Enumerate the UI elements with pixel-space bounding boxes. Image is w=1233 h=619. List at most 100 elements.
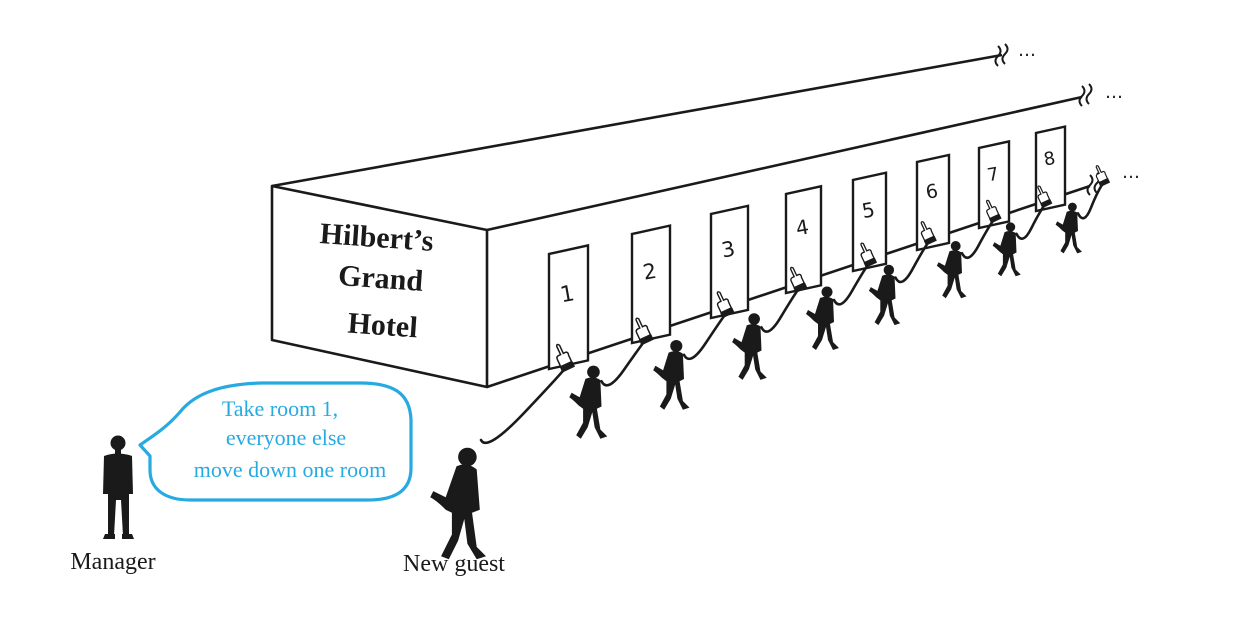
hand-cuff [1098,178,1111,188]
manager-label: Manager [70,549,155,575]
speech-line-1: Take room 1, [222,396,338,421]
speech-line-2: everyone else [226,425,346,450]
guest-head [821,286,833,298]
guest-figure [653,339,690,410]
hotel-roof-near-edge [486,95,1083,232]
door-number-2: 2 [641,259,658,285]
guest-figure [868,264,901,326]
new-guest-body [430,464,486,560]
hand-cuff [1040,199,1053,209]
connector-line [894,238,932,284]
guest-body [569,377,608,439]
hand-palm [556,343,573,368]
hotel-sign-line-3: Hotel [347,307,419,345]
manager-body [103,453,133,536]
guest-body [806,296,839,350]
pointing-hand-icon [789,266,808,293]
guest-head [587,365,600,379]
guest-figure [732,313,767,380]
manager-head [110,435,126,451]
door-2 [630,224,672,345]
guest-head [1068,202,1077,212]
new-guest-head [458,447,477,467]
connector-line [832,260,872,306]
door-8 [1034,125,1067,213]
guests [569,202,1082,439]
break-mark-roof-near [1078,83,1093,107]
hotel-sign-line-2: Grand [337,259,424,298]
guest-head [748,313,760,325]
hand-cuff [923,235,937,246]
manager-feet [103,534,134,539]
hand-palm [985,199,1000,220]
door-1 [547,243,590,371]
speech-bubble [138,381,413,502]
pointing-hand-icon [1095,165,1111,188]
pointing-hand-icon [716,291,735,319]
guest-head [1005,222,1016,232]
continuation-dots: … … … [1018,40,1140,183]
pointing-hand-icon [860,242,878,268]
door-7 [977,139,1011,230]
guest-body [936,250,967,299]
speech-text: Take room 1, everyone else move down one… [194,396,386,482]
guest-figure [1055,202,1082,254]
break-mark-roof-far [994,43,1009,67]
hotel-sign: Hilbert’s Grand Hotel [319,217,435,344]
door-3 [709,204,750,320]
hand-palm [860,242,875,264]
door-number-1: 1 [558,281,576,308]
hand-palm [920,221,935,242]
manager-figure [103,435,134,539]
connector-line [479,364,569,445]
connector-line [1076,180,1106,220]
pointing-hand-icon [920,221,937,246]
door-number-8: 8 [1042,148,1057,171]
door-number-3: 3 [720,237,737,263]
new-guest-figure [430,447,486,560]
figure-labels: Manager New guest [70,549,505,577]
guest-figure [936,241,967,299]
guest-body [992,231,1021,277]
door-number-7: 7 [986,164,1001,187]
pointing-hand-icon [635,317,654,346]
guest-figure [992,222,1021,277]
continuation-dots-roof-near: … [1105,82,1123,103]
manager-neck [115,449,121,454]
guest-head [950,241,961,251]
hand-cuff [793,282,808,293]
hand-cuff [863,257,878,268]
hand-palm [1095,165,1109,184]
guest-figure [569,365,608,439]
guest-head [670,339,683,353]
break-marks [994,43,1101,196]
hand-palm [716,291,733,314]
hotel-roof-far-edge [271,53,1003,188]
continuation-dots-base: … [1122,162,1140,183]
hand-palm [1037,185,1051,205]
hand-cuff [639,334,654,346]
connector-line [960,216,997,260]
hand-palm [789,266,806,289]
door-4 [784,184,823,295]
speech-line-3: move down one room [194,457,386,482]
hand-palm [635,317,652,341]
hotel-sign-line-1: Hilbert’s [319,217,435,258]
hand-cuff [559,361,576,373]
guest-body [868,274,901,326]
pointing-hand-icon [556,343,576,373]
guest-body [732,323,767,380]
continuation-dots-roof-far: … [1018,40,1036,61]
pointing-hand-icon [985,199,1002,224]
pointing-hand-icon [1037,185,1053,209]
door-number-6: 6 [924,180,940,204]
connectors [479,180,1106,445]
guest-body [1055,210,1082,254]
hand-cuff [989,214,1002,224]
pointing-hands [556,165,1111,373]
new-guest-label: New guest [403,551,505,577]
connector-line [1015,201,1048,240]
guest-body [653,351,690,410]
